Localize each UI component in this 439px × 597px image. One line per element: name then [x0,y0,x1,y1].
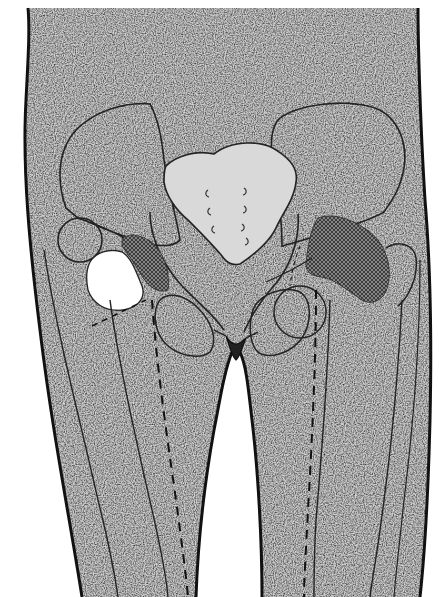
diagram-svg [0,0,439,597]
anatomical-diagram [0,0,439,597]
